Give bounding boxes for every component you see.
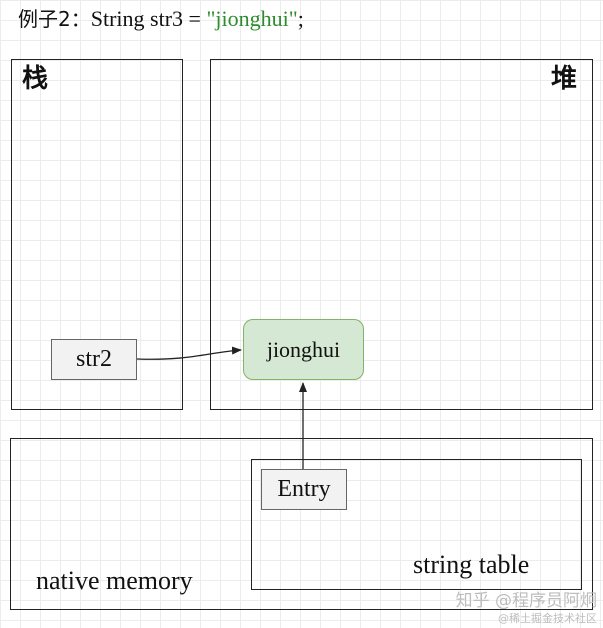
watermark: 知乎 @程序员阿炯 @稀土掘金技术社区	[456, 590, 597, 626]
heap-label: 堆	[551, 64, 578, 94]
heap-region	[210, 59, 593, 410]
jionghui-string-object: jionghui	[243, 319, 364, 380]
str2-variable: str2	[51, 339, 137, 380]
native-memory-label: native memory	[36, 566, 193, 595]
title-code: String str3 =	[90, 6, 207, 31]
string-table-region	[251, 459, 582, 590]
title-string-literal: "jionghui"	[206, 6, 298, 31]
string-table-label: string table	[413, 550, 530, 579]
entry-node: Entry	[261, 469, 347, 510]
title-prefix: 例子2：	[18, 7, 91, 31]
stack-region	[11, 59, 183, 410]
stack-label: 栈	[22, 64, 49, 94]
watermark-line-2: @稀土掘金技术社区	[498, 612, 597, 625]
diagram-title: 例子2：String str3 = "jionghui";	[18, 4, 304, 34]
title-semicolon: ;	[297, 6, 304, 31]
watermark-line-1: 知乎 @程序员阿炯	[455, 591, 597, 611]
native-memory-region	[10, 438, 593, 610]
